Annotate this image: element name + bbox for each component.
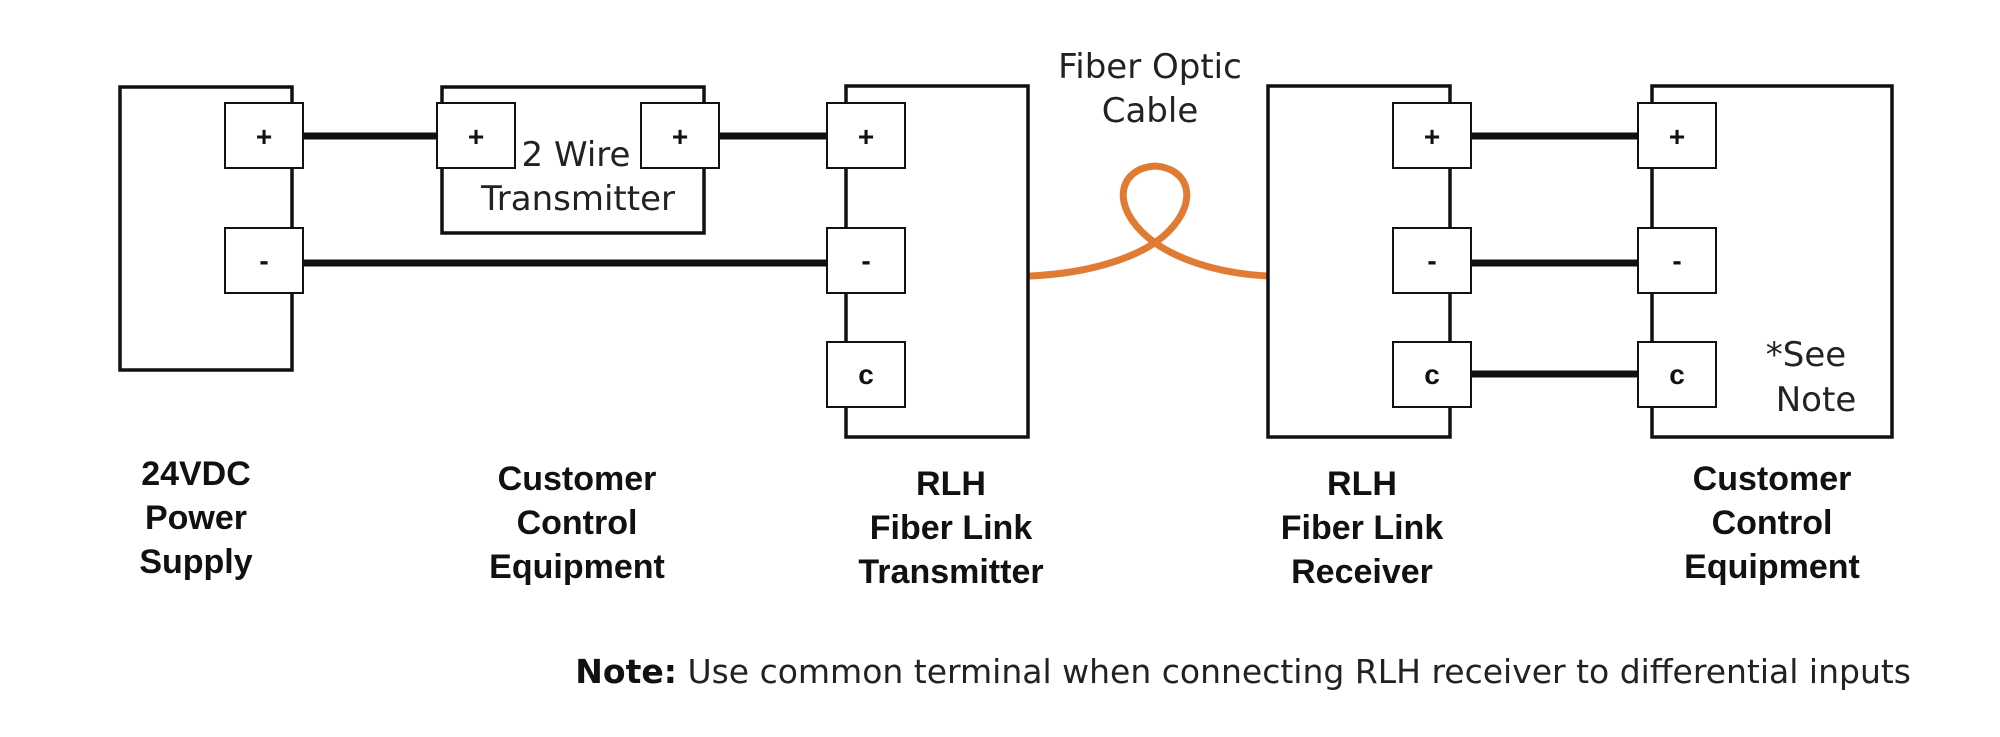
- customer-right-minus-terminal: -: [1637, 227, 1717, 294]
- svg-text:+: +: [1669, 121, 1685, 152]
- caption-customer-left: Customer Control Equipment: [489, 460, 665, 586]
- svg-text:c: c: [858, 359, 874, 390]
- svg-text:Receiver: Receiver: [1291, 553, 1433, 591]
- footnote-label: Note:: [575, 652, 677, 691]
- customer-right-plus-terminal: +: [1637, 102, 1717, 169]
- two-wire-plus-terminal-left: +: [436, 102, 516, 169]
- rlh-rx-minus-terminal: -: [1392, 227, 1472, 294]
- fiber-optic-cable: [1026, 162, 1272, 280]
- svg-text:-: -: [259, 245, 268, 276]
- rlh-tx-minus-terminal: -: [826, 227, 906, 294]
- psu-plus-terminal: +: [224, 102, 304, 169]
- rlh-rx-common-terminal: c: [1392, 341, 1472, 408]
- footnote-text: Use common terminal when connecting RLH …: [677, 652, 1911, 691]
- svg-text:Customer: Customer: [498, 460, 657, 498]
- svg-text:+: +: [468, 121, 484, 152]
- rlh-rx-plus-terminal: +: [1392, 102, 1472, 169]
- svg-text:Control: Control: [517, 504, 638, 542]
- svg-text:-: -: [1672, 245, 1681, 276]
- svg-text:RLH: RLH: [916, 465, 986, 503]
- fiber-label-line2: Cable: [1102, 91, 1199, 131]
- svg-text:Power: Power: [145, 499, 247, 537]
- svg-text:Transmitter: Transmitter: [858, 553, 1043, 591]
- svg-text:+: +: [858, 121, 874, 152]
- svg-text:Control: Control: [1712, 504, 1833, 542]
- rlh-tx-plus-terminal: +: [826, 102, 906, 169]
- svg-text:24VDC: 24VDC: [141, 455, 251, 493]
- svg-text:c: c: [1669, 359, 1685, 390]
- two-wire-plus-terminal-right: +: [640, 102, 720, 169]
- svg-text:-: -: [861, 245, 870, 276]
- see-note-line1: *See: [1766, 335, 1846, 375]
- two-wire-label-line2: Transmitter: [480, 179, 675, 219]
- caption-rlh-transmitter: RLH Fiber Link Transmitter: [858, 465, 1043, 591]
- two-wire-label-line1: 2 Wire: [522, 135, 631, 175]
- svg-text:+: +: [1424, 121, 1440, 152]
- caption-rlh-receiver: RLH Fiber Link Receiver: [1281, 465, 1444, 591]
- footnote: Note: Use common terminal when connectin…: [575, 652, 1911, 691]
- svg-text:-: -: [1427, 245, 1436, 276]
- svg-text:Supply: Supply: [139, 543, 252, 581]
- see-note-line2: Note: [1776, 380, 1856, 420]
- svg-text:+: +: [256, 121, 272, 152]
- caption-customer-right: Customer Control Equipment: [1684, 460, 1860, 586]
- psu-minus-terminal: -: [224, 227, 304, 294]
- svg-text:RLH: RLH: [1327, 465, 1397, 503]
- svg-text:Equipment: Equipment: [489, 548, 665, 586]
- customer-right-common-terminal: c: [1637, 341, 1717, 408]
- svg-text:Fiber Link: Fiber Link: [870, 509, 1033, 547]
- svg-text:c: c: [1424, 359, 1440, 390]
- fiber-label-line1: Fiber Optic: [1058, 47, 1242, 87]
- svg-text:Fiber Link: Fiber Link: [1281, 509, 1444, 547]
- svg-text:+: +: [672, 121, 688, 152]
- rlh-tx-common-terminal: c: [826, 341, 906, 408]
- svg-text:Customer: Customer: [1693, 460, 1852, 498]
- svg-text:Equipment: Equipment: [1684, 548, 1860, 586]
- caption-power-supply: 24VDC Power Supply: [139, 455, 252, 581]
